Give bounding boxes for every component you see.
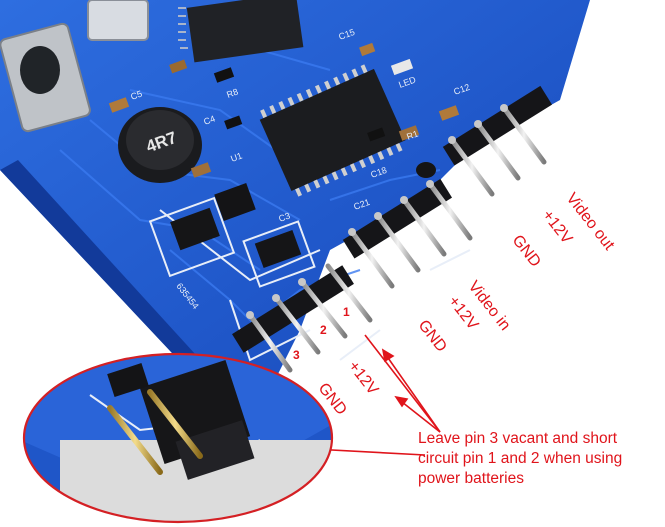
pin-number-1: 1 bbox=[343, 305, 350, 319]
power-battery-note: Leave pin 3 vacant and short circuit pin… bbox=[418, 430, 623, 487]
svg-text:R8: R8 bbox=[225, 87, 239, 100]
main-ic-chip bbox=[259, 64, 406, 197]
crystal-component bbox=[87, 0, 149, 41]
zoom-inset bbox=[22, 352, 334, 524]
inductor-4r7: 4R7 bbox=[118, 107, 202, 183]
svg-text:R1: R1 bbox=[405, 129, 419, 142]
svg-text:U1: U1 bbox=[229, 151, 243, 164]
svg-text:C3: C3 bbox=[277, 211, 291, 224]
pin-number-3: 3 bbox=[293, 348, 300, 362]
tactile-button bbox=[0, 22, 91, 133]
svg-text:C5: C5 bbox=[129, 89, 143, 102]
smd-components bbox=[108, 42, 460, 269]
qfp-chip-top bbox=[178, 0, 304, 63]
header-pins-board bbox=[232, 85, 553, 373]
svg-text:C4: C4 bbox=[202, 114, 216, 127]
pin-number-2: 2 bbox=[320, 323, 327, 337]
